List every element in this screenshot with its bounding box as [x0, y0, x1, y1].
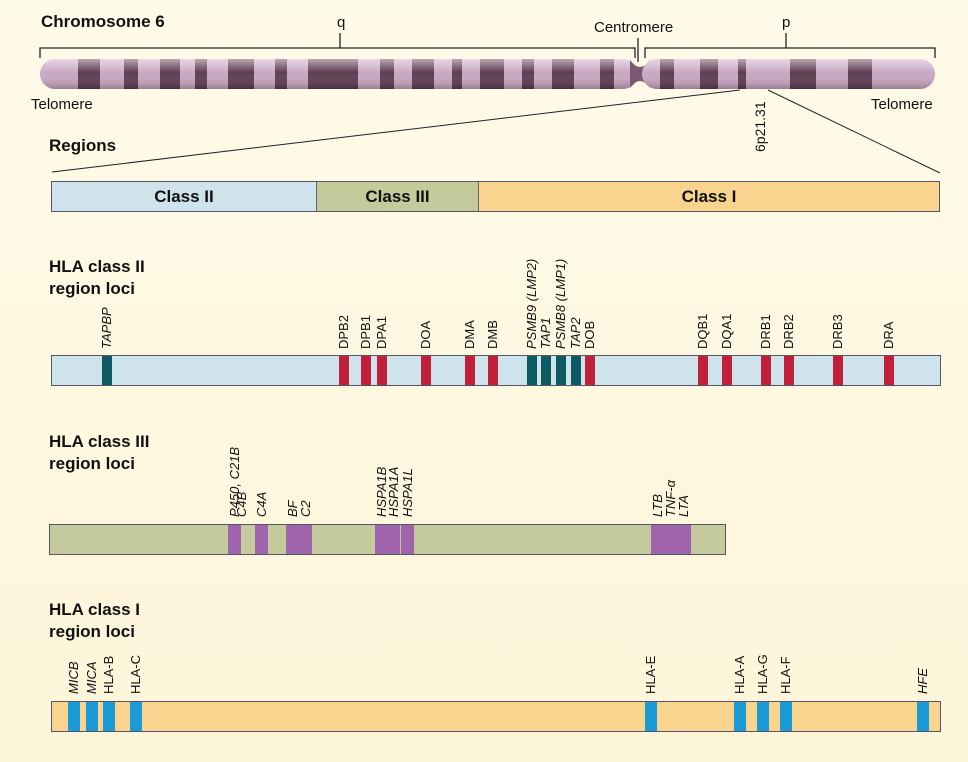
class2-gene-label: TAPBP — [99, 307, 114, 349]
class3-gene-mark — [677, 525, 691, 554]
class2-gene-mark — [541, 356, 551, 385]
class3-gene-mark — [664, 525, 677, 554]
class1-gene-mark — [917, 702, 929, 731]
class2-gene-mark — [556, 356, 566, 385]
class3-gene-mark — [651, 525, 664, 554]
class1-gene-mark — [130, 702, 142, 731]
class2-gene-mark — [488, 356, 498, 385]
class2-gene-label: TAP1 — [538, 317, 553, 349]
class1-gene-label: HLA-E — [643, 655, 658, 694]
class3-gene-mark — [286, 525, 299, 554]
class2-gene-label: DRB2 — [781, 314, 796, 349]
class3-gene-label: TNF-α — [662, 479, 678, 517]
class3-gene-mark — [228, 525, 241, 554]
class2-gene-mark — [527, 356, 537, 385]
class3-gene-label: C4A — [253, 491, 269, 517]
class2-gene-label: DPB2 — [336, 315, 351, 349]
class2-gene-mark — [884, 356, 894, 385]
class2-gene-label: DPB1 — [358, 315, 373, 349]
class1-gene-mark — [645, 702, 657, 731]
class2-gene-label: TAP2 — [568, 317, 583, 349]
class3-gene-mark — [299, 525, 312, 554]
class2-gene-mark — [102, 356, 112, 385]
class2-gene-label: DPA1 — [374, 316, 389, 349]
class1-bar — [51, 701, 941, 732]
class2-gene-label: PSMB8 (LMP1) — [553, 258, 568, 349]
class2-gene-label: DQA1 — [719, 313, 734, 349]
class1-gene-mark — [103, 702, 115, 731]
class3-gene-mark — [401, 525, 414, 554]
class2-gene-label: DMB — [485, 320, 500, 349]
class1-gene-label: HFE — [915, 668, 930, 694]
class3-gene-label: BF — [284, 500, 300, 517]
zoom-line-left — [51, 89, 741, 173]
class2-gene-label: DOB — [582, 320, 597, 349]
class2-gene-mark — [465, 356, 475, 385]
class1-gene-mark — [734, 702, 746, 731]
class2-gene-mark — [698, 356, 708, 385]
class1-gene-mark — [780, 702, 792, 731]
class3-gene-label: HSPA1L — [399, 468, 415, 517]
region-class2: Class II — [52, 182, 316, 211]
class2-gene-label: PSMB9 (LMP2) — [524, 258, 539, 349]
class2-gene-mark — [722, 356, 732, 385]
class2-gene-label: DMA — [462, 320, 477, 349]
class3-gene-label: LTA — [676, 495, 691, 517]
class1-gene-label: HLA-B — [101, 655, 116, 694]
chromosome-title: Chromosome 6 — [41, 12, 165, 31]
class3-gene-label: C2 — [297, 500, 313, 517]
class3-gene-mark — [375, 525, 388, 554]
class2-gene-mark — [761, 356, 771, 385]
class3-gene-label: LTB — [649, 494, 665, 517]
class2-gene-mark — [784, 356, 794, 385]
region-class3: Class III — [316, 182, 478, 211]
q-arm — [40, 59, 638, 89]
class1-gene-mark — [68, 702, 80, 731]
class2-gene-label: DRA — [881, 321, 896, 349]
class2-gene-mark — [339, 356, 349, 385]
regions-bar: Class II Class III Class I — [51, 181, 940, 212]
class3-gene-mark — [388, 525, 400, 554]
p-arm-bracket — [644, 47, 936, 58]
class1-gene-label: MICB — [66, 661, 81, 695]
class2-gene-mark — [585, 356, 595, 385]
class2-gene-label: DRB1 — [758, 314, 773, 349]
class1-gene-label: HLA-F — [778, 656, 793, 694]
telomere-right-label: Telomere — [871, 96, 933, 113]
class1-gene-label: HLA-C — [128, 654, 143, 694]
class1-gene-mark — [757, 702, 769, 731]
class2-gene-mark — [421, 356, 431, 385]
class1-gene-mark — [86, 702, 98, 731]
class2-gene-mark — [377, 356, 387, 385]
class1-gene-label: MICA — [84, 661, 99, 695]
class2-gene-mark — [361, 356, 371, 385]
telomere-left-label: Telomere — [31, 96, 93, 113]
class2-gene-mark — [833, 356, 843, 385]
regions-title: Regions — [49, 136, 117, 155]
class1-gene-label: HLA-G — [755, 654, 770, 694]
class2-gene-label: DQB1 — [695, 313, 710, 349]
q-arm-bracket — [39, 47, 636, 58]
class2-gene-label: DOA — [418, 320, 433, 349]
class3-gene-label: C4B — [234, 491, 249, 517]
class2-gene-label: DRB3 — [830, 314, 845, 349]
q-arm-label: q — [337, 14, 346, 31]
class1-gene-label: HLA-A — [732, 655, 747, 694]
p-arm-label: p — [782, 14, 791, 31]
zoom-line-right — [767, 89, 941, 174]
region-class1: Class I — [478, 182, 939, 211]
class3-gene-mark — [255, 525, 268, 554]
class2-gene-mark — [571, 356, 581, 385]
class3-gene-label: HSPA1A — [386, 466, 401, 517]
centromere-label: Centromere — [594, 19, 674, 36]
p-arm — [642, 59, 935, 89]
